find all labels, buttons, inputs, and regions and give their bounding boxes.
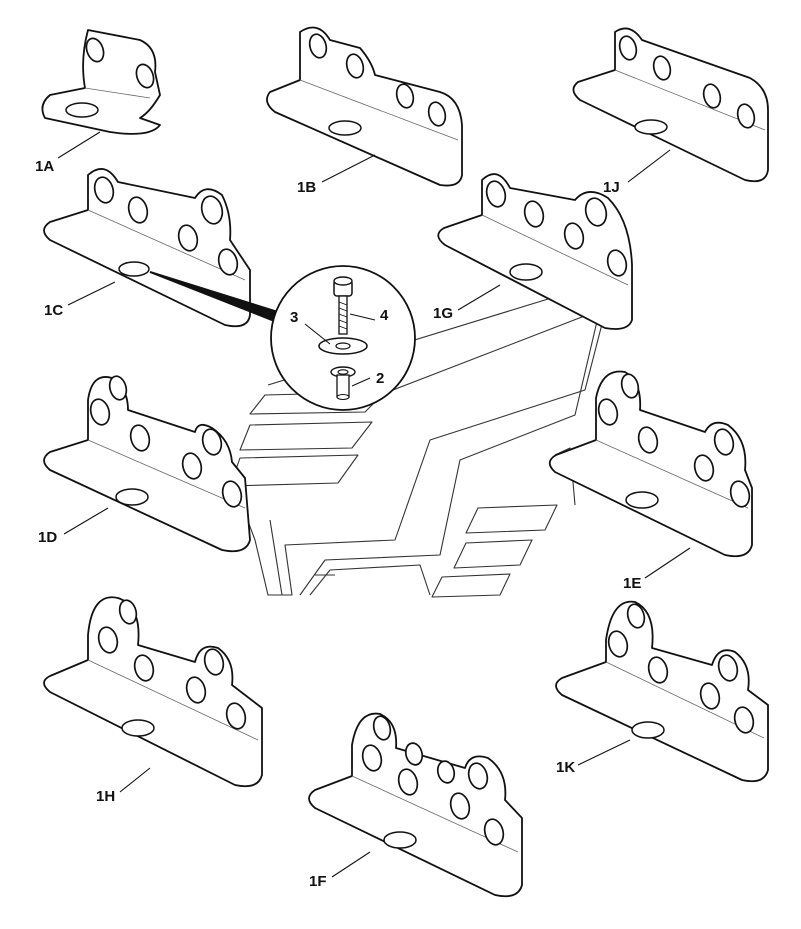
hole	[597, 398, 619, 426]
hole	[702, 83, 722, 109]
label-1e: 1E	[623, 575, 641, 592]
mounting-slot	[115, 488, 149, 506]
hole	[652, 55, 672, 81]
flat-washer	[318, 337, 368, 355]
hole	[97, 626, 119, 654]
bracket-1f	[308, 712, 523, 898]
label-1d: 1D	[38, 529, 57, 546]
hole	[563, 222, 585, 250]
hole	[618, 35, 638, 61]
hole	[404, 742, 424, 766]
label-2: 2	[376, 370, 384, 387]
callout-labels: 1A 1B 1J 1C 1G 1D 1E 1H 1K 1F 2 3 4	[35, 158, 641, 890]
hole	[647, 656, 669, 684]
hole	[361, 744, 383, 772]
mounting-slot	[509, 263, 543, 281]
fastener-detail	[149, 265, 416, 411]
hole	[607, 630, 629, 658]
label-1f: 1F	[309, 873, 327, 890]
hole	[606, 249, 628, 277]
bracket-1b	[266, 26, 463, 187]
hole	[729, 480, 751, 508]
label-1g: 1G	[433, 305, 453, 322]
hole	[523, 200, 545, 228]
hole	[449, 792, 471, 820]
hole	[717, 654, 739, 682]
bracket-1e	[548, 370, 753, 558]
hole	[127, 196, 149, 224]
leader-lines	[57, 131, 691, 878]
hole	[201, 428, 223, 456]
hole	[372, 715, 392, 741]
hole	[485, 180, 507, 208]
bracket-1j	[572, 27, 769, 183]
mounting-slot	[65, 102, 99, 118]
hole	[203, 648, 225, 676]
hole	[584, 197, 608, 227]
hole	[108, 375, 128, 401]
hole	[620, 373, 640, 399]
socket-head-screw	[333, 276, 353, 335]
hole	[345, 53, 365, 79]
bracket-1a	[41, 29, 161, 135]
hole	[200, 195, 224, 225]
hole	[177, 224, 199, 252]
hole	[733, 706, 755, 734]
hole	[693, 454, 715, 482]
hole	[217, 248, 239, 276]
hole	[225, 702, 247, 730]
label-4: 4	[380, 307, 389, 324]
mounting-slot	[328, 120, 362, 136]
hole	[637, 426, 659, 454]
label-1j: 1J	[603, 179, 620, 196]
mounting-slot	[383, 831, 417, 849]
hole	[89, 398, 111, 426]
hole	[118, 599, 138, 625]
flanged-nut	[330, 366, 356, 401]
mounting-slot	[634, 119, 668, 135]
hole	[467, 762, 489, 790]
hole	[221, 480, 243, 508]
mounting-slot	[625, 491, 659, 509]
hole	[181, 452, 203, 480]
bracket-1d	[43, 375, 251, 553]
bracket-1g	[437, 173, 633, 330]
label-1h: 1H	[96, 788, 115, 805]
bracket-1h	[43, 596, 263, 788]
hole	[699, 682, 721, 710]
hole	[308, 33, 328, 59]
label-1k: 1K	[556, 759, 575, 776]
hole	[436, 760, 456, 784]
hole	[85, 37, 105, 63]
hole	[135, 63, 155, 89]
bracket-1k	[555, 600, 769, 783]
hole	[736, 103, 756, 129]
mounting-slot	[118, 261, 150, 277]
label-1b: 1B	[297, 179, 316, 196]
label-1c: 1C	[44, 302, 63, 319]
hole	[129, 424, 151, 452]
hole	[185, 676, 207, 704]
hole	[397, 768, 419, 796]
label-1a: 1A	[35, 158, 54, 175]
hole	[713, 428, 735, 456]
hole	[133, 654, 155, 682]
mounting-slot	[121, 719, 155, 737]
hole	[626, 603, 646, 629]
hole	[395, 83, 415, 109]
bracket-1c	[43, 168, 251, 328]
mounting-slot	[631, 721, 665, 739]
hole	[93, 176, 115, 204]
hole	[427, 101, 447, 127]
hole	[483, 818, 505, 846]
label-3: 3	[290, 309, 298, 326]
